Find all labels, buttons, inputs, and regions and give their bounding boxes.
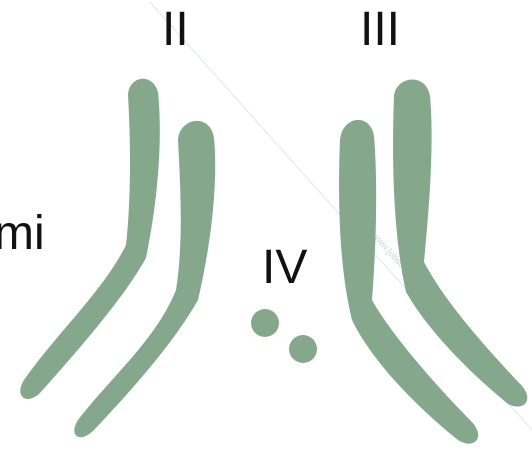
label-chromosome-iii: III xyxy=(360,6,400,54)
chromosome-iv-dot-2 xyxy=(289,335,317,363)
label-partial-left: mi xyxy=(0,210,45,258)
chromosome-iv-dot-1 xyxy=(251,309,279,337)
label-chromosome-ii: II xyxy=(162,6,189,54)
label-chromosome-iv: IV xyxy=(262,244,307,292)
